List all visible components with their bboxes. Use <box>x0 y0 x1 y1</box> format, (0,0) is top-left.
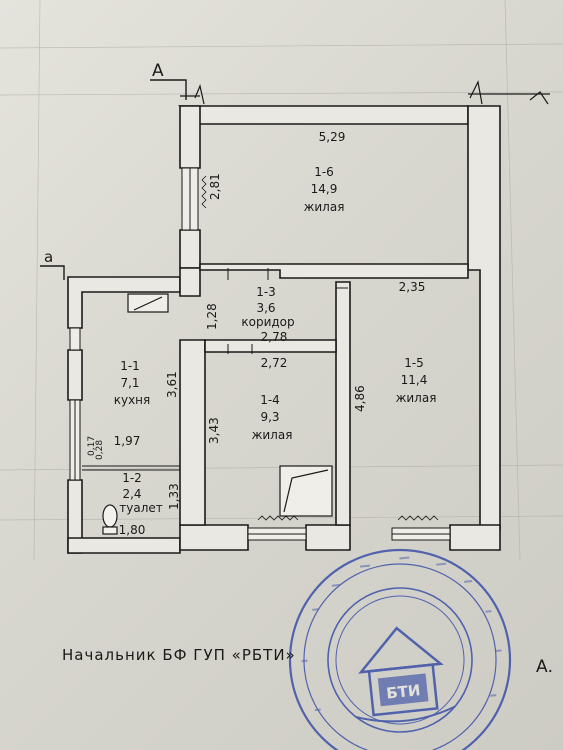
room-name: жилая <box>252 428 293 442</box>
section-lines <box>40 79 187 280</box>
room-1-4: 1-4 9,3 жилая <box>252 393 293 442</box>
room-name: жилая <box>304 200 345 214</box>
room-area: 7,1 <box>120 376 139 390</box>
room-area: 14,9 <box>311 182 338 196</box>
dim-r11-width: 1,97 <box>114 434 141 448</box>
room-1-1: 1-1 7,1 кухня <box>114 359 151 407</box>
section-mark-side: а <box>44 248 53 266</box>
room-area: 11,4 <box>401 373 428 387</box>
room-1-6: 1-6 14,9 жилая <box>304 165 345 214</box>
break-marks <box>180 80 550 105</box>
dim-r11-small1: 0,17 <box>87 436 97 456</box>
signature-line: Начальник БФ ГУП «РБТИ» <box>62 646 296 664</box>
section-mark-bottom-right: А. <box>536 657 554 677</box>
room-name: кухня <box>114 393 151 407</box>
room-id: 1-1 <box>120 359 140 373</box>
room-area: 2,4 <box>122 487 141 501</box>
room-1-5: 1-5 11,4 жилая <box>396 356 437 405</box>
section-mark-top: А <box>152 61 164 81</box>
room-id: 1-6 <box>314 165 334 179</box>
dimension-labels: 5,29 2,81 1,28 2,78 2,72 3,61 1,97 0,17 … <box>87 130 425 537</box>
room-id: 1-5 <box>404 356 424 370</box>
stamp-center-text: БТИ <box>385 681 421 702</box>
room-area: 9,3 <box>260 410 279 424</box>
dim-r16-width: 5,29 <box>319 130 346 144</box>
dim-r13-width: 2,78 <box>261 330 288 344</box>
room-name: коридор <box>241 315 294 329</box>
room-id: 1-3 <box>256 285 276 299</box>
dim-r15-height: 4,86 <box>353 385 367 412</box>
room-name: туалет <box>119 501 163 515</box>
room-id: 1-4 <box>260 393 280 407</box>
dim-r16-height: 2,81 <box>208 173 222 200</box>
stove-room-fixture <box>279 465 333 517</box>
dim-r11-height: 3,61 <box>165 371 179 398</box>
room-1-2: 1-2 2,4 туалет <box>119 471 163 515</box>
dim-r14-width: 2,72 <box>261 356 288 370</box>
dim-r14-height: 3,43 <box>207 417 221 444</box>
dim-r12-width: 1,80 <box>119 523 146 537</box>
windows <box>69 167 451 541</box>
room-area: 3,6 <box>256 301 275 315</box>
dim-r11-small2: 0,28 <box>95 440 105 460</box>
room-1-3: 1-3 3,6 коридор <box>241 285 294 329</box>
official-stamp: БТИ <box>288 548 512 750</box>
room-name: жилая <box>396 391 437 405</box>
radiators <box>201 175 439 521</box>
dim-r13-height: 1,28 <box>205 303 219 330</box>
toilet-fixture <box>102 504 118 535</box>
room-id: 1-2 <box>122 471 142 485</box>
dim-r15-width: 2,35 <box>399 280 426 294</box>
dim-r12-height: 1,33 <box>167 483 181 510</box>
door-marks <box>82 268 348 471</box>
stove-fixture <box>127 293 169 313</box>
